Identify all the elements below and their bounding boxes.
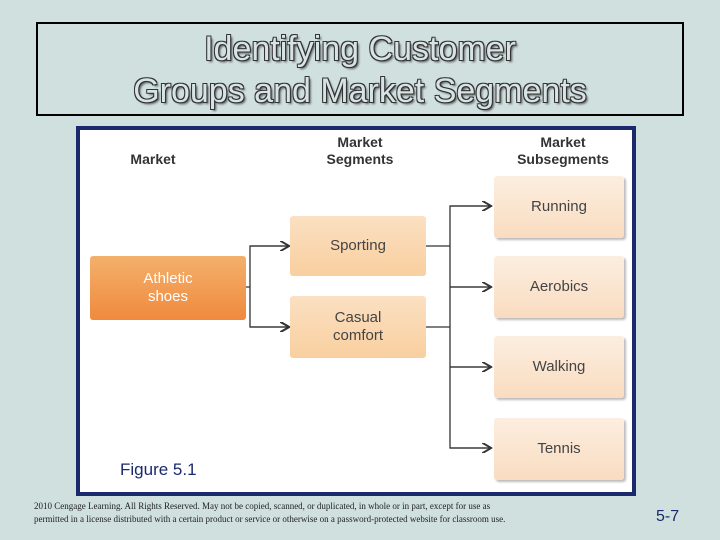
subsegment-label: Aerobics [529,278,589,295]
market-box-athletic-shoes: Athletic shoes [90,256,246,320]
header-segments: Market Segments [300,134,420,168]
segment-label-line1: Casual [334,309,382,326]
connector-lines [246,130,632,492]
figure-canvas: Market Market Segments Market Subsegment… [80,130,632,492]
subsegment-box-running: Running [494,176,624,238]
header-segments-line1: Market [337,134,383,150]
segment-box-sporting: Sporting [290,216,426,276]
slide-title-line2: Groups and Market Segments [133,72,587,110]
segment-label: Sporting [330,237,386,254]
header-subsegments: Market Subsegments [500,134,626,168]
market-label-line1: Athletic [143,270,193,287]
market-label-line2: shoes [147,288,188,305]
copyright-footer: 2010 Cengage Learning. All Rights Reserv… [34,500,594,526]
subsegment-label: Running [531,198,587,215]
subsegment-box-aerobics: Aerobics [494,256,624,318]
segment-box-casual-comfort: Casual comfort [290,296,426,358]
header-segments-line2: Segments [326,151,394,167]
figure-label: Figure 5.1 [120,460,197,479]
footer-line2: permitted in a license distributed with … [34,514,506,524]
header-market: Market [130,151,176,167]
connector-market-to-segments [246,245,288,327]
header-subsegments-line1: Market [540,134,586,150]
subsegment-label: Tennis [537,440,581,457]
footer-line1: 2010 Cengage Learning. All Rights Reserv… [34,501,491,511]
slide-title: Identifying Customer Groups and Market S… [38,28,682,112]
subsegment-box-walking: Walking [494,336,624,398]
header-subsegments-line2: Subsegments [517,151,609,167]
page-number: 5-7 [656,508,680,525]
title-box: Identifying Customer Groups and Market S… [36,22,684,116]
subsegment-box-tennis: Tennis [494,418,624,480]
slide-title-line1: Identifying Customer [204,30,516,68]
figure-frame: Market Market Segments Market Subsegment… [76,126,636,496]
subsegment-label: Walking [532,358,586,375]
segment-label-line2: comfort [332,327,383,344]
